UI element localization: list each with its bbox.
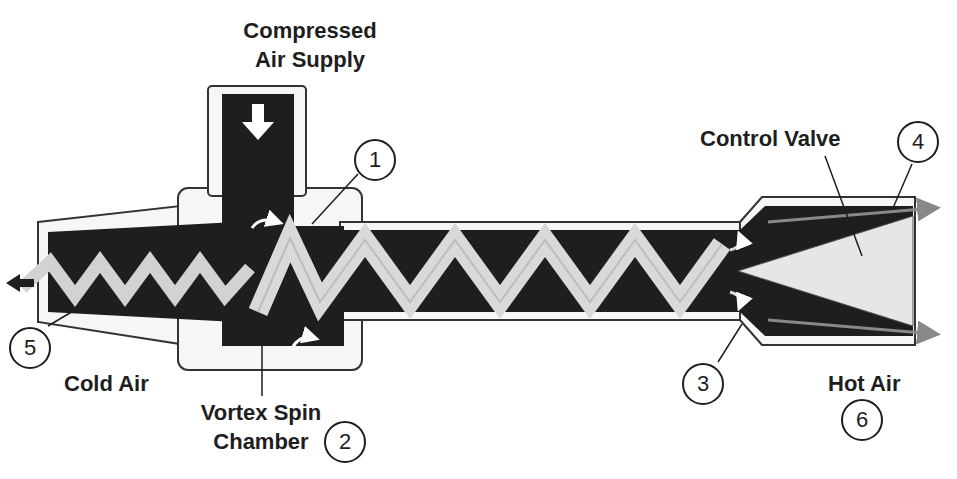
- part-label: Compressed Air Supply: [232, 16, 388, 74]
- callout-circle: 2: [324, 421, 366, 463]
- callout-circle: 3: [682, 363, 724, 405]
- part-label: Control Valve: [700, 124, 841, 153]
- callout-number: 3: [697, 373, 709, 395]
- callout-number: 5: [24, 337, 36, 359]
- callout-circle: 6: [841, 399, 883, 441]
- callout-number: 4: [912, 131, 924, 153]
- callout-number: 1: [369, 149, 381, 171]
- part-label: Cold Air: [64, 369, 149, 398]
- callout-number: 6: [856, 409, 868, 431]
- part-label: Hot Air: [828, 369, 901, 398]
- part-label: Vortex Spin Chamber: [186, 398, 336, 456]
- callout-circle: 5: [9, 327, 51, 369]
- callout-number: 2: [339, 431, 351, 453]
- callout-circle: 1: [354, 139, 396, 181]
- callout-circle: 4: [897, 121, 939, 163]
